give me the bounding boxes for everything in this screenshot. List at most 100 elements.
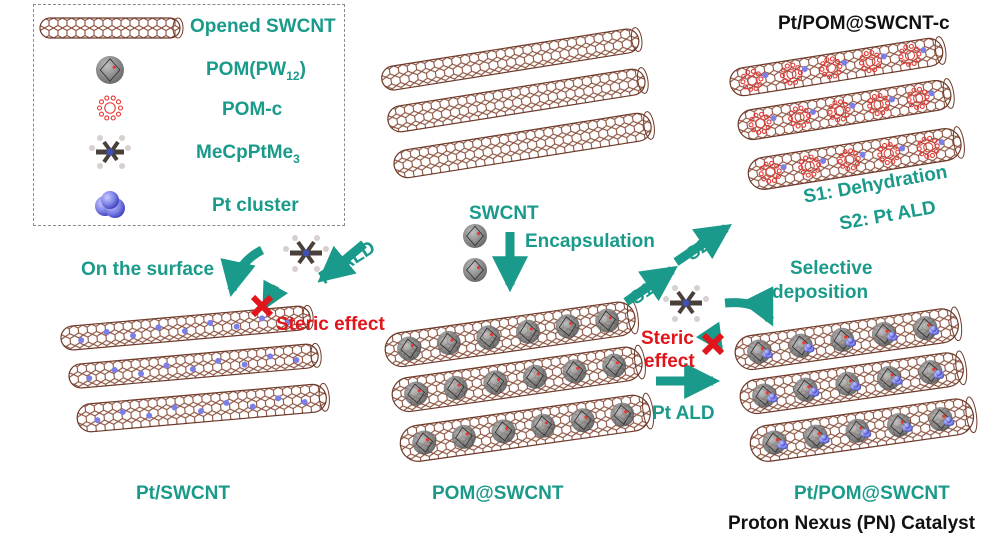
- right-precursor-molecule: [663, 285, 709, 322]
- pt-cluster: [852, 381, 859, 388]
- right-bottom-nanotube: [739, 350, 968, 415]
- right-bottom-nanotube: [749, 396, 978, 462]
- middle-pom-icons: [463, 224, 487, 282]
- pt-cluster: [930, 325, 937, 333]
- pt-atom: [849, 102, 856, 109]
- pt-atom: [928, 90, 935, 97]
- selective-deposition-arrow: [724, 286, 775, 327]
- pom-c-cluster: [877, 142, 901, 166]
- pt-atom: [155, 324, 162, 331]
- pt-cluster: [945, 416, 952, 424]
- left-nanotube: [60, 304, 314, 351]
- pom-cluster: [483, 370, 508, 395]
- pom-c-cluster: [916, 135, 940, 159]
- caption-proton-nexus: Proton Nexus (PN) Catalyst: [728, 513, 976, 534]
- pom-c-cluster: [827, 99, 851, 123]
- pom-cluster: [522, 364, 547, 389]
- legend-label-precursor: MeCpPtMe3: [196, 142, 300, 166]
- pom-cluster: [531, 413, 556, 438]
- pom-cluster: [555, 314, 580, 339]
- pom-cluster: [515, 319, 540, 344]
- pt-atom: [189, 366, 196, 373]
- pt-cluster: [779, 440, 786, 447]
- label-swcnt: SWCNT: [469, 203, 539, 224]
- middle-bottom-nanotube: [399, 392, 655, 462]
- pt-atom: [86, 375, 93, 382]
- pom-c-cluster: [748, 111, 772, 135]
- label-deposition: deposition: [772, 282, 869, 303]
- middle-top-nanotube: [393, 111, 655, 179]
- pt-atom: [888, 96, 895, 103]
- label-right-steric: Steric: [641, 328, 694, 349]
- pom-cluster: [404, 381, 429, 406]
- pom-c-cluster: [867, 93, 891, 117]
- pt-atom: [233, 323, 240, 330]
- legend-icons: [89, 56, 131, 218]
- pom-cluster: [443, 375, 468, 400]
- pt-cluster: [820, 434, 828, 441]
- pt-atom: [841, 59, 848, 66]
- precursor-icon: [89, 135, 131, 169]
- middle-bottom-nanotube: [391, 344, 646, 413]
- pom-c-cluster: [96, 95, 124, 121]
- pt-cluster: [101, 191, 119, 209]
- pom-cluster: [570, 408, 595, 433]
- pom-c-cluster: [758, 160, 782, 184]
- pt-atom: [859, 151, 866, 158]
- label-on-the-surface: On the surface: [81, 259, 215, 280]
- pt-cluster: [769, 393, 776, 400]
- pt-cluster: [888, 331, 896, 338]
- pt-cluster: [935, 369, 942, 377]
- pom-c-cluster: [898, 43, 922, 67]
- pom-cluster: [562, 359, 587, 384]
- pom-cluster: [602, 353, 627, 378]
- legend-label-pom-c: POM-c: [222, 99, 283, 120]
- right-top-nanotube: [747, 126, 965, 190]
- pt-atom: [259, 315, 266, 322]
- pt-atom: [780, 164, 787, 171]
- legend-label-pom: POM(PW12): [206, 59, 306, 83]
- label-encapsulation: Encapsulation: [525, 231, 655, 252]
- pt-atom: [78, 337, 85, 344]
- caption-pom-swcnt: POM@SWCNT: [432, 483, 564, 504]
- pom-c-cluster: [906, 86, 930, 110]
- pt-atom: [899, 145, 906, 152]
- pom-c-cluster: [798, 154, 822, 178]
- pom-cluster: [436, 330, 461, 355]
- legend-nanotube-icon: [39, 17, 184, 39]
- pt-atom: [198, 408, 205, 415]
- pom-cluster: [476, 325, 501, 350]
- pt-atom: [938, 139, 945, 146]
- pt-atom: [275, 395, 282, 402]
- legend-label-opened-swcnt: Opened SWCNT: [190, 16, 336, 37]
- pt-cluster: [847, 337, 854, 344]
- pom-cluster: [595, 308, 620, 333]
- pt-atom: [94, 417, 101, 424]
- pom-c-cluster: [819, 56, 843, 80]
- pt-atom: [119, 408, 126, 415]
- label-left-steric-effect: Steric effect: [276, 314, 385, 335]
- pom-cluster: [412, 430, 437, 455]
- pom-c-cluster: [837, 148, 861, 172]
- pom-cluster: [96, 56, 124, 84]
- pt-atom: [215, 357, 222, 364]
- pt-atom: [801, 65, 808, 72]
- pt-atom: [241, 361, 248, 368]
- pt-cluster: [893, 375, 901, 382]
- s1-arrow: [623, 265, 678, 306]
- pt-atom: [820, 157, 827, 164]
- on-surface-arrow: [220, 245, 265, 298]
- right-steric-block-mark: [701, 332, 725, 356]
- label-right-effect: effect: [644, 351, 695, 372]
- pom-c-cluster: [740, 68, 764, 92]
- pom-cluster: [610, 402, 635, 427]
- pt-atom: [880, 53, 887, 60]
- legend-pt-cluster-icon: [95, 191, 125, 218]
- middle-top-nanotube: [381, 27, 643, 91]
- pt-atom: [249, 403, 256, 410]
- pom-c-cluster: [858, 50, 882, 74]
- pom-cluster: [463, 258, 487, 282]
- pt-cluster: [904, 422, 911, 429]
- pom-cluster: [397, 336, 422, 361]
